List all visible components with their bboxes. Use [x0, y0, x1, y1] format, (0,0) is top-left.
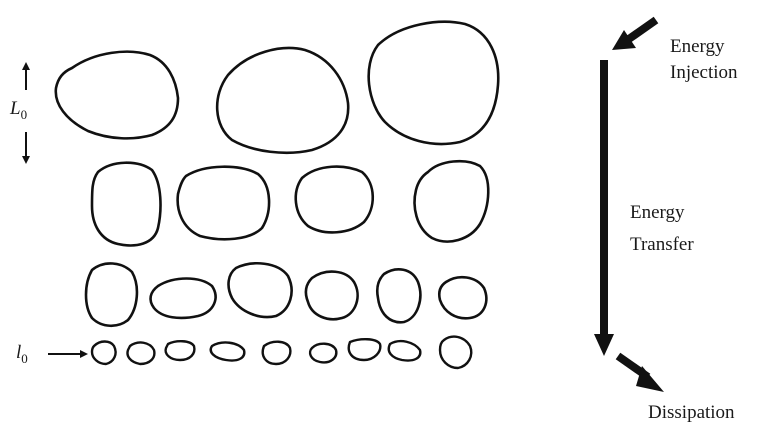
- dissipation-label: Dissipation: [648, 402, 735, 424]
- small-scale-subscript: 0: [21, 351, 28, 366]
- eddy: [229, 263, 292, 317]
- eddy: [217, 48, 348, 153]
- eddy: [415, 161, 489, 241]
- transfer-label-line1: Energy: [630, 202, 685, 224]
- eddy: [349, 339, 381, 360]
- transfer-arrow-head: [594, 334, 614, 356]
- eddy: [296, 167, 373, 233]
- eddy: [86, 263, 137, 325]
- eddy-row-1: [56, 22, 498, 153]
- eddy: [92, 342, 116, 365]
- small-scale-label: l0: [16, 342, 28, 370]
- eddy: [439, 277, 486, 318]
- eddy-row-3: [86, 263, 486, 325]
- eddy: [377, 269, 420, 322]
- eddy: [440, 337, 471, 368]
- injection-arrow-shaft: [626, 20, 656, 41]
- transfer-label-line2: Transfer: [630, 234, 694, 256]
- eddy: [128, 343, 155, 364]
- eddy: [369, 22, 499, 144]
- eddy-row-4: [92, 337, 471, 368]
- eddy: [92, 163, 160, 246]
- eddy: [211, 343, 245, 361]
- eddy: [151, 279, 216, 318]
- large-scale-label: L0: [10, 98, 27, 126]
- eddy-row-2: [92, 161, 488, 245]
- large-scale-subscript: 0: [21, 107, 28, 122]
- eddy: [389, 341, 421, 360]
- eddy: [263, 342, 291, 364]
- eddy: [56, 52, 178, 139]
- injection-label-line1: Energy: [670, 36, 725, 58]
- eddy: [178, 167, 269, 240]
- eddy: [166, 341, 195, 360]
- injection-label-line2: Injection: [670, 62, 738, 84]
- eddy: [310, 344, 336, 363]
- eddy: [306, 272, 358, 320]
- large-scale-symbol: L: [10, 98, 21, 119]
